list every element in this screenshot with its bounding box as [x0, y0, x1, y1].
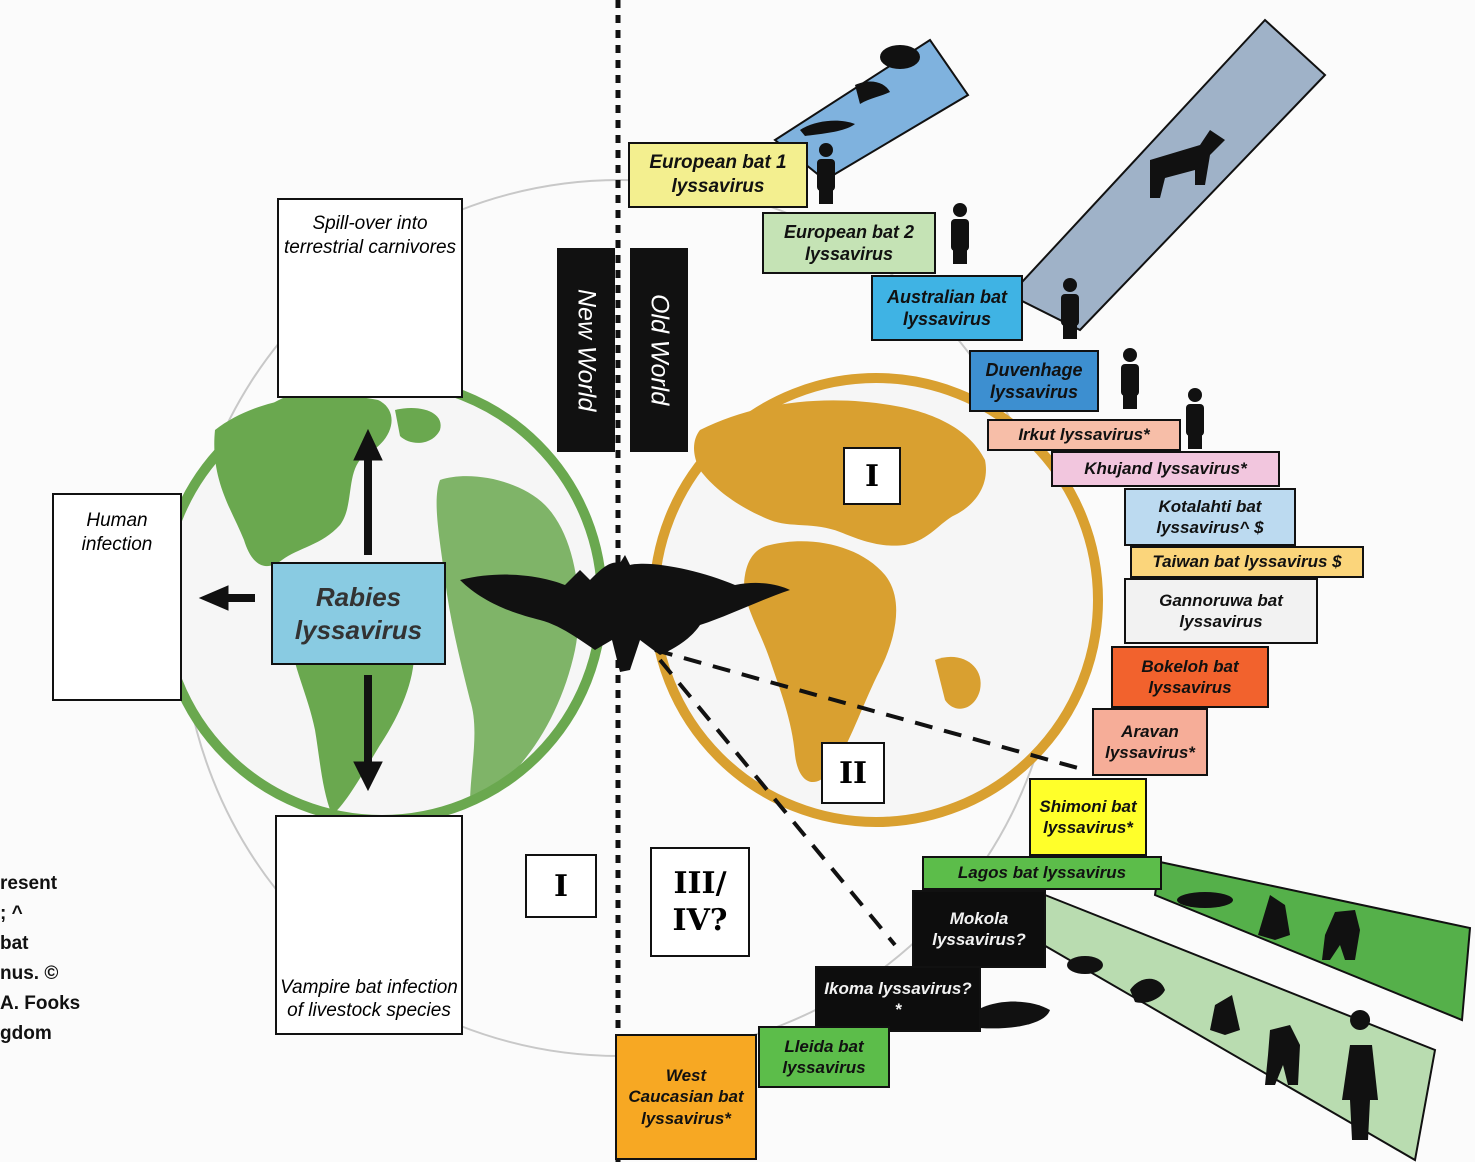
caption-fragment: gdom [0, 1023, 52, 1044]
phylogroup-II: II [821, 742, 885, 804]
dashed-link-mokola [658, 658, 897, 947]
human-silhouette-duvenhage [1121, 348, 1139, 409]
old-world-label: Old World [630, 248, 688, 452]
rabies-arrows [198, 428, 383, 792]
human-silhouette-irkut [1186, 388, 1204, 449]
arrow-left-head [198, 585, 229, 611]
vampire-bat-box: Vampire bat infection of livestock speci… [275, 815, 463, 1035]
sheep-silhouette [880, 45, 920, 69]
ray-animal-icons [800, 45, 1378, 1140]
new-world-label: New World [557, 248, 615, 452]
dashed-link-aravan [654, 648, 1086, 772]
caption-fragment: resent [0, 873, 58, 894]
human-silhouettes [817, 143, 1204, 449]
cat-silhouette-2 [1210, 995, 1240, 1035]
shrew-silhouette [1067, 956, 1103, 974]
lyssavirus-box: Taiwan bat lyssavirus $ [1130, 546, 1364, 578]
lyssavirus-box: Shimoni bat lyssavirus* [1029, 778, 1147, 856]
lyssavirus-box: Lleida bat lyssavirus [758, 1026, 890, 1088]
phylogroup-I-new: I [525, 854, 597, 918]
lyssavirus-box: Australian bat lyssavirus [871, 275, 1023, 341]
horse-silhouette [1150, 130, 1225, 198]
spill-over-box: Spill-over into terrestrial carnivores [277, 198, 463, 398]
lyssavirus-box: Ikoma lyssavirus?* [815, 966, 981, 1032]
lyssavirus-box: Lagos bat lyssavirus [922, 856, 1162, 890]
lyssavirus-box: West Caucasian bat lyssavirus* [615, 1034, 757, 1160]
cat-silhouette [1258, 895, 1290, 940]
lyssavirus-box: Khujand lyssavirus* [1051, 451, 1280, 487]
bird-silhouette [855, 81, 890, 104]
civet-silhouette-ikoma [970, 1001, 1050, 1029]
lyssavirus-box: Duvenhage lyssavirus [969, 350, 1099, 412]
new-world-globe [157, 375, 607, 825]
human-silhouette-abl [1061, 278, 1079, 339]
lyssavirus-box: European bat 1 lyssavirus [628, 142, 808, 208]
mongoose-silhouette [1130, 978, 1165, 1003]
old-world-globe [649, 373, 1103, 827]
human-silhouette-ebl1 [817, 143, 835, 204]
lyssavirus-box: Irkut lyssavirus* [987, 419, 1181, 451]
human-silhouette-ebl2 [951, 203, 969, 264]
human-infection-box: Human infection [52, 493, 182, 701]
human-silhouette-ray [1342, 1010, 1378, 1140]
caption-fragment: nus. © [0, 963, 59, 984]
lyssavirus-box: European bat 2 lyssavirus [762, 212, 936, 274]
caption-fragment: A. Fooks [0, 993, 81, 1014]
lyssavirus-box: Gannoruwa bat lyssavirus [1124, 578, 1318, 644]
bat-silhouette [460, 555, 790, 672]
phylogroup-III-IV: III/ IV? [650, 847, 750, 957]
arrow-up-head [353, 428, 383, 461]
dog-silhouette [1322, 910, 1360, 960]
lyssavirus-box: Mokola lyssavirus? [912, 890, 1046, 968]
civet-silhouette [1177, 892, 1233, 908]
lyssavirus-box: Kotalahti bat lyssavirus^ $ [1124, 488, 1296, 546]
dog-silhouette-2 [1265, 1025, 1300, 1085]
arrow-down-head [353, 761, 383, 792]
lyssavirus-box: Bokeloh bat lyssavirus [1111, 646, 1269, 708]
otter-silhouette [800, 120, 855, 136]
caption-fragment: bat [0, 933, 29, 954]
lyssavirus-box: Aravan lyssavirus* [1092, 708, 1208, 776]
phylogroup-I-old: I [843, 447, 901, 505]
rabies-lyssavirus-box: Rabies lyssavirus [271, 562, 446, 665]
caption-fragment: ; ^ [0, 903, 23, 924]
